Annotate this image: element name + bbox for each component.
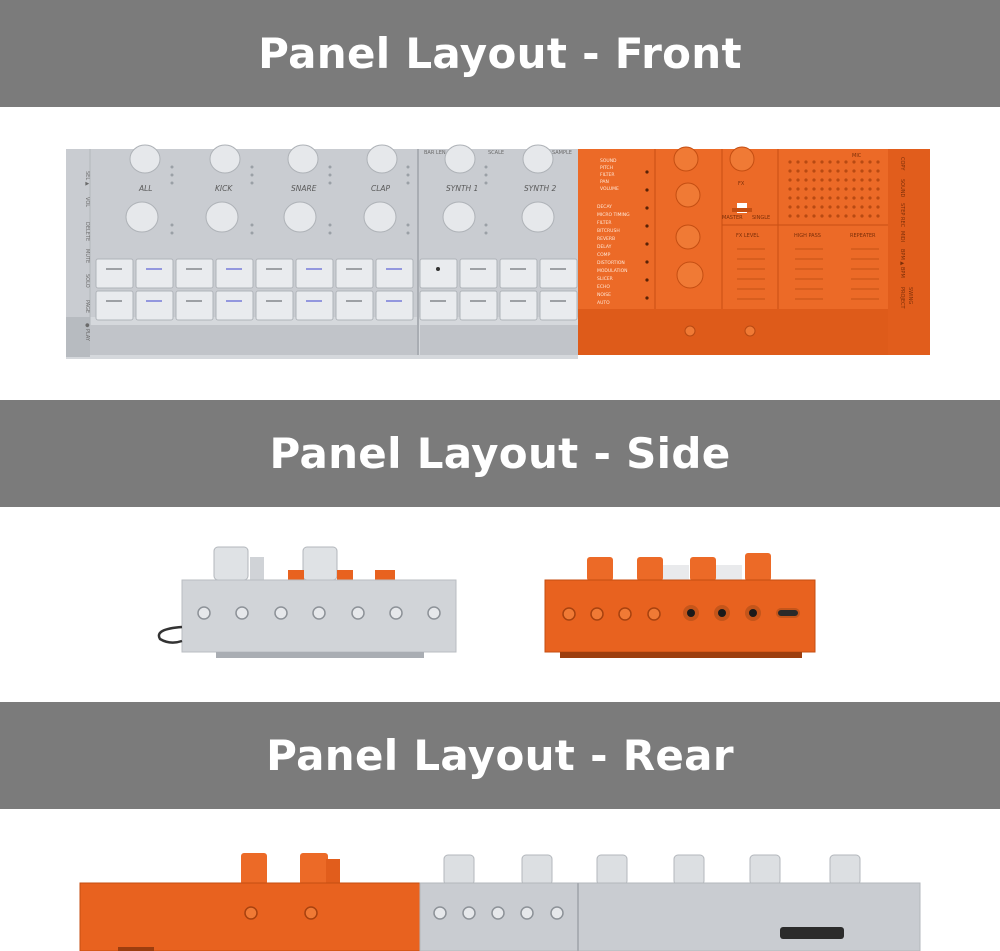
fader-label-fx-level: FX LEVEL bbox=[736, 233, 759, 239]
synth-label-1: SYNTH 1 bbox=[446, 184, 478, 193]
knob-leds bbox=[170, 165, 488, 235]
section-banner-front: Panel Layout - Front bbox=[0, 0, 1000, 107]
rear-panel-photo bbox=[0, 809, 1000, 951]
sd-card[interactable] bbox=[780, 927, 844, 939]
header-label-sample: SAMPLE bbox=[552, 150, 572, 156]
orange-side-body bbox=[544, 579, 816, 653]
svg-text:AUTO: AUTO bbox=[597, 300, 610, 306]
svg-text:BITCRUSH: BITCRUSH bbox=[597, 228, 620, 234]
svg-text:PAN: PAN bbox=[600, 179, 609, 185]
pad-markers bbox=[106, 267, 566, 302]
left-rail-labels: SEL ▲ VOL DELETE MUTE SOLO PAGE ● PLAY bbox=[84, 171, 90, 342]
svg-text:BPM: BPM bbox=[899, 267, 905, 278]
rear-orange-buttons[interactable] bbox=[244, 906, 318, 920]
left-rail-label: SOLO bbox=[84, 274, 90, 288]
master-single-switch[interactable] bbox=[732, 203, 752, 213]
svg-text:SOUND: SOUND bbox=[899, 179, 905, 198]
switch-label-master: MASTER bbox=[722, 215, 743, 221]
speaker-grille bbox=[788, 160, 880, 218]
front-jack-buttons[interactable] bbox=[684, 325, 756, 337]
left-rail-label: SEL ▲ bbox=[84, 171, 90, 186]
svg-text:STEP REC: STEP REC bbox=[899, 203, 905, 228]
svg-text:ECHO: ECHO bbox=[597, 284, 610, 290]
svg-text:DELAY: DELAY bbox=[597, 244, 612, 250]
fx-knob-label: FX bbox=[738, 181, 745, 187]
svg-text:VOLUME: VOLUME bbox=[600, 186, 619, 192]
drum-knobs-row1[interactable] bbox=[129, 144, 554, 174]
header-label-scale: SCALE bbox=[488, 150, 504, 156]
svg-text:BPM ▲: BPM ▲ bbox=[899, 249, 905, 265]
drum-knobs-row2[interactable] bbox=[125, 201, 555, 233]
fader-label-high-pass: HIGH PASS bbox=[794, 233, 821, 239]
track-label-kick: KICK bbox=[215, 184, 233, 193]
svg-text:SWING: SWING bbox=[907, 287, 913, 304]
svg-text:FILTER: FILTER bbox=[597, 220, 612, 226]
grey-side-buttons[interactable] bbox=[197, 606, 441, 620]
fader-label-repeater: REPEATER bbox=[850, 233, 876, 239]
track-label-clap: CLAP bbox=[371, 184, 391, 193]
param-menu: SOUND PITCH FILTER PAN VOLUME bbox=[600, 158, 619, 192]
fx-menu: DECAY MICRO TIMING FILTER BITCRUSH REVER… bbox=[597, 204, 630, 306]
usb-c-port[interactable] bbox=[776, 608, 800, 618]
section-title-rear: Panel Layout - Rear bbox=[266, 731, 734, 780]
left-rail-label: DELETE bbox=[84, 222, 90, 241]
orange-side-buttons[interactable] bbox=[562, 607, 661, 621]
svg-text:FILTER: FILTER bbox=[600, 172, 615, 178]
menu-leds bbox=[645, 170, 649, 300]
step-pads[interactable] bbox=[95, 258, 578, 321]
svg-text:SLICER: SLICER bbox=[597, 276, 613, 282]
orange-side-knobs bbox=[587, 553, 771, 581]
svg-text:REVERB: REVERB bbox=[597, 236, 615, 242]
svg-text:MODULATION: MODULATION bbox=[597, 268, 628, 274]
orange-knobs[interactable] bbox=[673, 146, 755, 289]
svg-text:PITCH: PITCH bbox=[600, 165, 613, 171]
audio-jacks[interactable] bbox=[683, 605, 761, 621]
synth-label-2: SYNTH 2 bbox=[524, 184, 557, 193]
grey-side-knobs bbox=[213, 546, 395, 581]
track-label-snare: SNARE bbox=[291, 184, 317, 193]
left-rail-label: PAGE bbox=[84, 300, 90, 313]
svg-text:DISTORTION: DISTORTION bbox=[597, 260, 625, 266]
rear-knobs bbox=[241, 853, 861, 886]
side-panel-photo bbox=[0, 507, 1000, 702]
svg-text:COPY: COPY bbox=[899, 157, 905, 171]
fader-scales[interactable] bbox=[737, 248, 879, 300]
switch-label-single: SINGLE bbox=[752, 215, 770, 221]
svg-text:SOUND: SOUND bbox=[600, 158, 617, 164]
svg-text:MIDI: MIDI bbox=[899, 231, 905, 242]
section-banner-side: Panel Layout - Side bbox=[0, 400, 1000, 507]
track-label-all: ALL bbox=[138, 184, 153, 193]
rear-grey-buttons[interactable] bbox=[433, 906, 564, 920]
svg-text:COMP: COMP bbox=[597, 252, 611, 258]
section-banner-rear: Panel Layout - Rear bbox=[0, 702, 1000, 809]
header-label-bar-len: BAR LEN bbox=[424, 150, 446, 156]
left-rail-label: VOL bbox=[84, 197, 90, 207]
left-rail-label: ● PLAY bbox=[84, 323, 90, 342]
mic-label: MIC bbox=[852, 153, 862, 159]
section-title-side: Panel Layout - Side bbox=[269, 429, 731, 478]
left-rail-label: MUTE bbox=[84, 249, 90, 263]
section-title-front: Panel Layout - Front bbox=[258, 29, 742, 78]
svg-text:MICRO TIMING: MICRO TIMING bbox=[597, 212, 630, 218]
svg-text:PROJECT: PROJECT bbox=[899, 287, 905, 310]
front-panel-photo: SEL ▲ VOL DELETE MUTE SOLO PAGE ● PLAY A… bbox=[0, 107, 1000, 400]
svg-text:DECAY: DECAY bbox=[597, 204, 612, 210]
right-rail-labels: COPY SOUND STEP REC MIDI BPM ▲ BPM PROJE… bbox=[899, 157, 913, 310]
svg-text:NOISE: NOISE bbox=[597, 292, 611, 298]
